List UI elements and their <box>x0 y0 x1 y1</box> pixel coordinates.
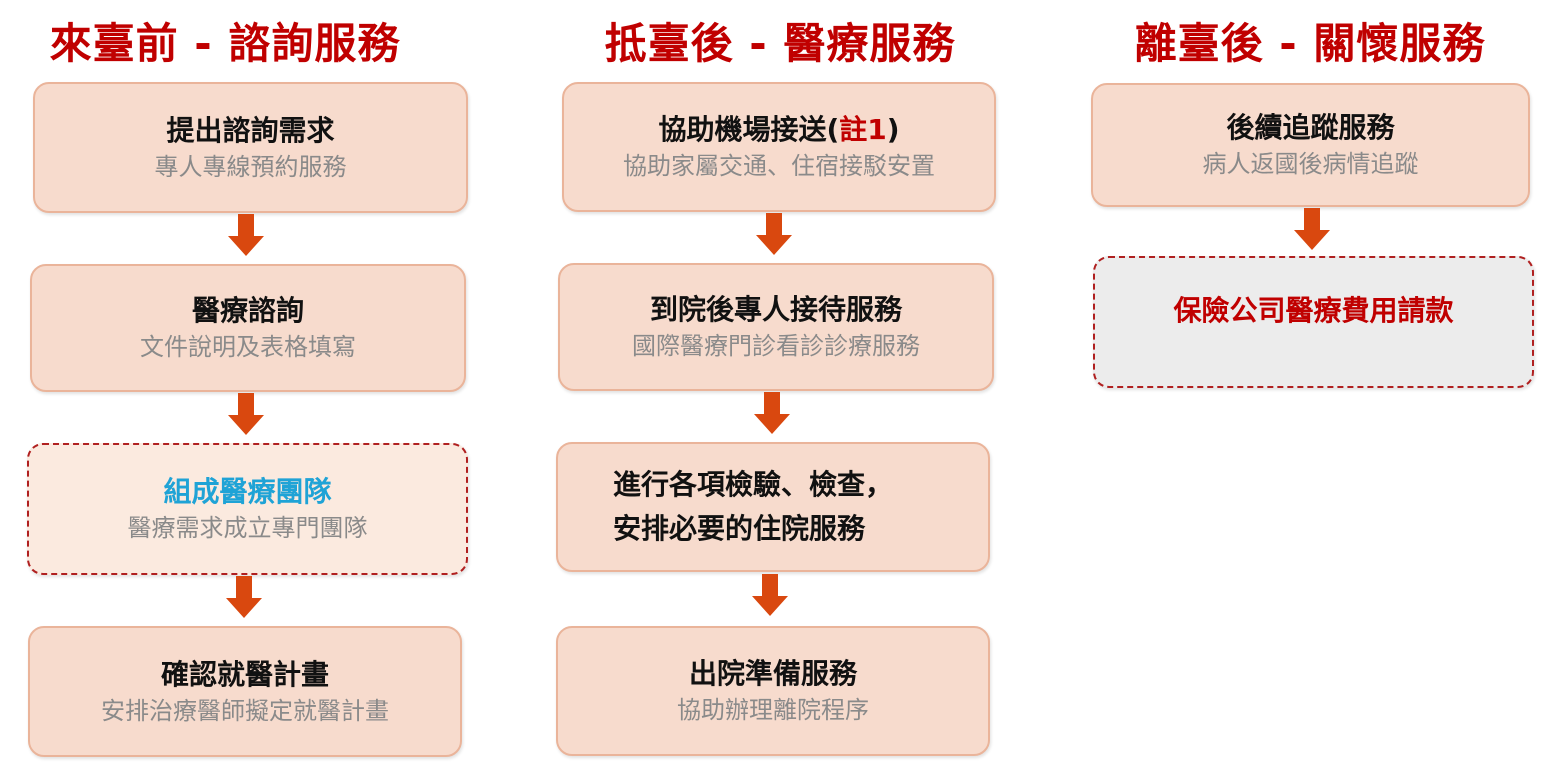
step-title: 組成醫療團隊 <box>163 475 332 508</box>
step-title: 提出諮詢需求 <box>166 113 335 147</box>
arrow-down-icon <box>754 392 790 434</box>
step-title: 確認就醫計畫 <box>160 657 329 691</box>
step-airport-transfer: 協助機場接送(註1) 協助家屬交通、住宿接駁安置 <box>562 82 996 212</box>
step-title-text: 協助機場接送( <box>658 113 840 146</box>
step-title: 保險公司醫療費用請款 <box>1173 294 1454 327</box>
step-subtitle: 協助家屬交通、住宿接駁安置 <box>623 152 935 180</box>
step-title: 進行各項檢驗、檢查， <box>613 468 894 501</box>
step-title-end: ) <box>886 113 900 146</box>
step-medical-consultation: 醫療諮詢 文件說明及表格填寫 <box>30 264 466 392</box>
arrow-down-icon <box>228 393 264 435</box>
step-title: 醫療諮詢 <box>191 294 304 327</box>
arrow-down-icon <box>756 213 792 255</box>
step-title-line2: 安排必要的住院服務 <box>613 512 866 545</box>
step-subtitle: 文件說明及表格填寫 <box>140 333 356 361</box>
step-medical-team: 組成醫療團隊 醫療需求成立專門團隊 <box>27 443 468 575</box>
step-title: 後續追蹤服務 <box>1226 111 1395 144</box>
step-title: 到院後專人接待服務 <box>649 293 902 326</box>
arrow-down-icon <box>752 574 788 616</box>
column-title-after-arrival: 抵臺後 - 醫療服務 <box>604 19 956 68</box>
step-consultation-request: 提出諮詢需求 專人專線預約服務 <box>33 82 468 213</box>
step-subtitle: 醫療需求成立專門團隊 <box>127 514 368 542</box>
step-treatment-plan: 確認就醫計畫 安排治療醫師擬定就醫計畫 <box>28 626 462 757</box>
arrow-down-icon <box>228 214 264 256</box>
column-title-before-arrival: 來臺前 - 諮詢服務 <box>49 19 401 68</box>
step-follow-up: 後續追蹤服務 病人返國後病情追蹤 <box>1091 83 1530 207</box>
step-subtitle: 專人專線預約服務 <box>154 152 347 181</box>
step-examinations: 進行各項檢驗、檢查， 安排必要的住院服務 <box>556 442 990 572</box>
step-subtitle: 安排治療醫師擬定就醫計畫 <box>101 696 389 725</box>
step-insurance-claim: 保險公司醫療費用請款 <box>1093 256 1534 388</box>
step-subtitle: 協助辦理離院程序 <box>677 696 869 724</box>
step-reception: 到院後專人接待服務 國際醫療門診看診診療服務 <box>558 263 994 391</box>
step-subtitle: 病人返國後病情追蹤 <box>1202 150 1419 178</box>
step-title: 協助機場接送(註1) <box>658 111 899 149</box>
column-title-after-departure: 離臺後 - 關懷服務 <box>1134 19 1486 68</box>
step-subtitle: 國際醫療門診看診診療服務 <box>632 332 920 360</box>
arrow-down-icon <box>226 576 262 618</box>
arrow-down-icon <box>1294 208 1330 250</box>
footnote-link: 註1 <box>839 113 887 146</box>
step-discharge: 出院準備服務 協助辦理離院程序 <box>556 626 990 756</box>
step-title: 出院準備服務 <box>688 657 857 690</box>
